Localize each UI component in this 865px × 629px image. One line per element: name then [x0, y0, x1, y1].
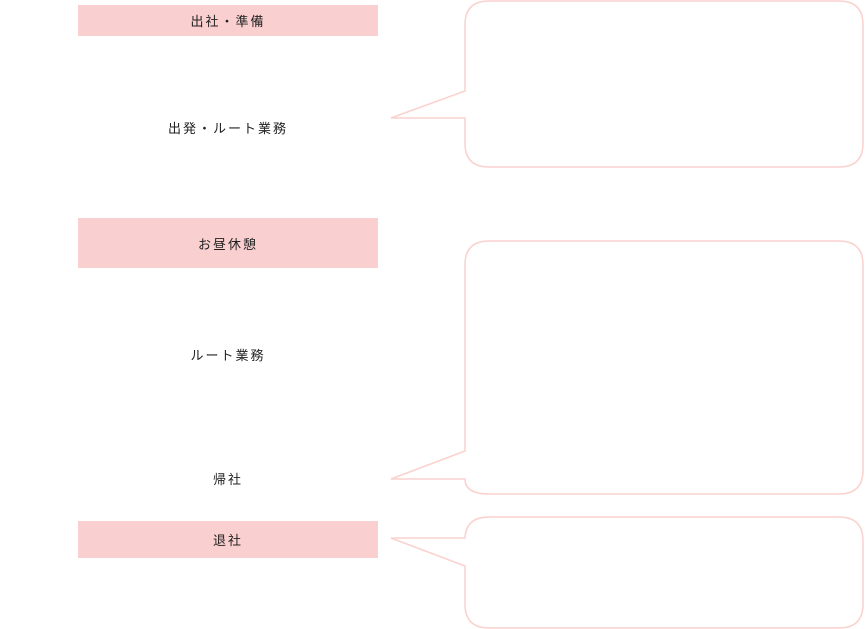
speech-bubble-3 [390, 516, 864, 629]
header-label: 退社 [212, 534, 243, 549]
item-return-office: 帰社 [212, 473, 243, 488]
header-label: 出社・準備 [190, 15, 266, 30]
speech-bubble-2 [390, 240, 864, 495]
item-departure-route-work: 出発・ルート業務 [167, 122, 288, 137]
header-label: お昼休憩 [197, 237, 258, 253]
header-leave-office: 退社 [78, 521, 378, 558]
header-lunch-break: お昼休憩 [78, 218, 378, 268]
speech-bubble-1 [390, 0, 864, 168]
header-arrival-preparation: 出社・準備 [78, 5, 378, 36]
item-route-work: ルート業務 [190, 349, 266, 364]
